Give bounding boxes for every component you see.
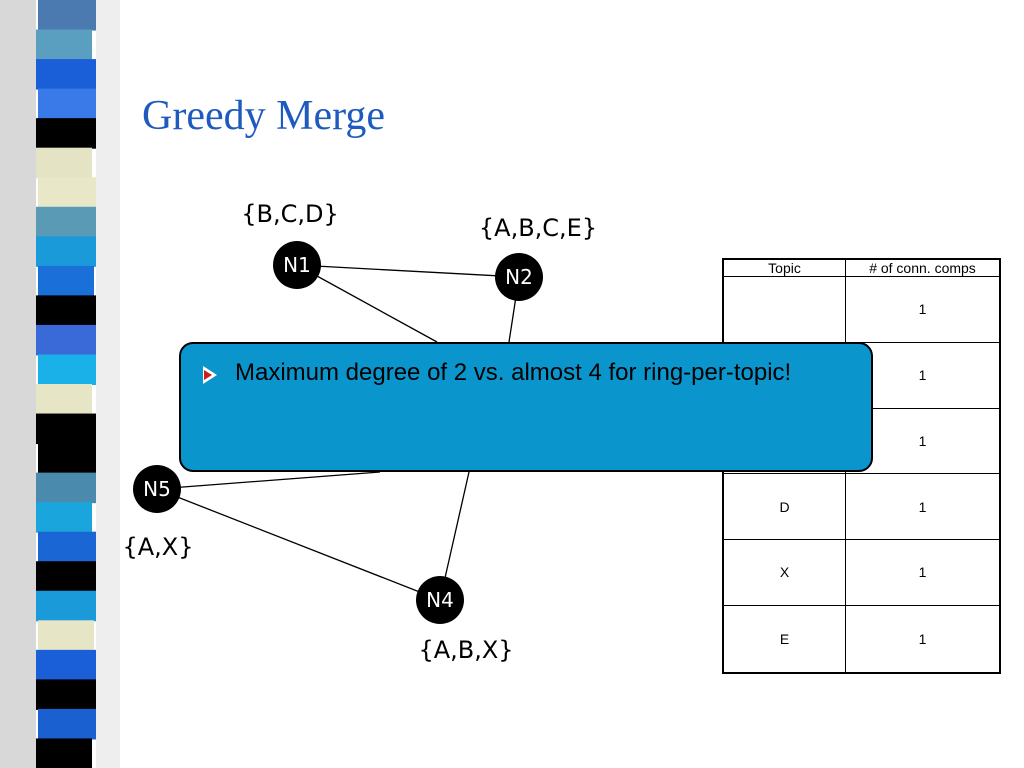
sidebar-stripe (36, 295, 96, 326)
sidebar-stripe (38, 531, 98, 563)
node-n1: N1 {B,C,D} (241, 200, 339, 289)
callout-box: Maximum degree of 2 vs. almost 4 for rin… (179, 342, 873, 472)
sidebar-stripe (38, 265, 94, 297)
sidebar-stripe (36, 738, 92, 768)
sidebar-shadow (96, 0, 120, 768)
graph-edges (156, 264, 520, 601)
sidebar-stripe (38, 177, 98, 208)
sidebar-stripe (36, 206, 96, 238)
sidebar-stripe (36, 147, 92, 179)
sidebar-stripe (36, 502, 92, 533)
edge-n5-hidden (156, 471, 381, 490)
node-n4-label: N4 (426, 588, 454, 612)
table-header-conn-comps: # of conn. comps (845, 258, 1001, 277)
sidebar-stripe (38, 620, 94, 651)
table-header-topic: Topic (722, 258, 846, 277)
sidebar-stripe (36, 29, 92, 61)
sidebar-stripe (36, 413, 96, 445)
sidebar-stripe (36, 472, 96, 504)
node-n1-set: {B,C,D} (241, 200, 339, 228)
node-n5: N5 {A,X} (122, 465, 194, 561)
node-n5-label: N5 (143, 477, 171, 501)
table-cell-count: 1 (845, 276, 1001, 343)
sidebar-stripe (38, 708, 98, 740)
node-n5-set: {A,X} (122, 533, 193, 561)
sidebar-edge (0, 0, 36, 768)
sidebar-stripe (36, 118, 96, 149)
slide-title: Greedy Merge (142, 93, 385, 139)
sidebar-stripe (36, 649, 96, 681)
edge-n5-n4 (156, 488, 441, 601)
table-header-row: Topic # of conn. comps (722, 258, 1001, 277)
sidebar-stripe (38, 88, 98, 120)
edge-n1-hidden (296, 264, 438, 343)
table-cell-count: 1 (845, 604, 1001, 674)
sidebar-stripe (36, 590, 96, 622)
table-cell-count: 1 (845, 539, 1001, 606)
sidebar-stripe (36, 561, 96, 592)
node-n2-label: N2 (505, 265, 533, 289)
table-row: 1 (722, 276, 1001, 343)
table-cell-topic (722, 276, 846, 343)
node-n4-set: {A,B,X} (418, 636, 513, 664)
sidebar-stripe (38, 0, 98, 31)
node-n4: N4 {A,B,X} (416, 576, 514, 664)
sidebar-stripe (36, 384, 92, 415)
node-n2: N2 {A,B,C,E} (479, 214, 597, 301)
sidebar-stripe (36, 59, 96, 90)
sidebar-stripe (36, 236, 96, 267)
edge-n1-n2 (296, 264, 520, 278)
arrow-bullet-icon (203, 366, 217, 384)
callout-text: Maximum degree of 2 vs. almost 4 for rin… (235, 359, 792, 386)
decorative-sidebar (0, 0, 120, 768)
sidebar-stripe (36, 324, 96, 356)
table-cell-topic: X (722, 539, 846, 606)
sidebar-stripe (36, 679, 96, 710)
sidebar-stripe (38, 443, 98, 474)
node-n2-set: {A,B,C,E} (479, 214, 597, 242)
table-cell-count: 1 (845, 473, 1001, 540)
table-cell-topic: E (722, 604, 846, 674)
sidebar-stripe (38, 354, 98, 385)
node-n1-label: N1 (283, 253, 311, 277)
table-cell-topic: D (722, 473, 846, 540)
